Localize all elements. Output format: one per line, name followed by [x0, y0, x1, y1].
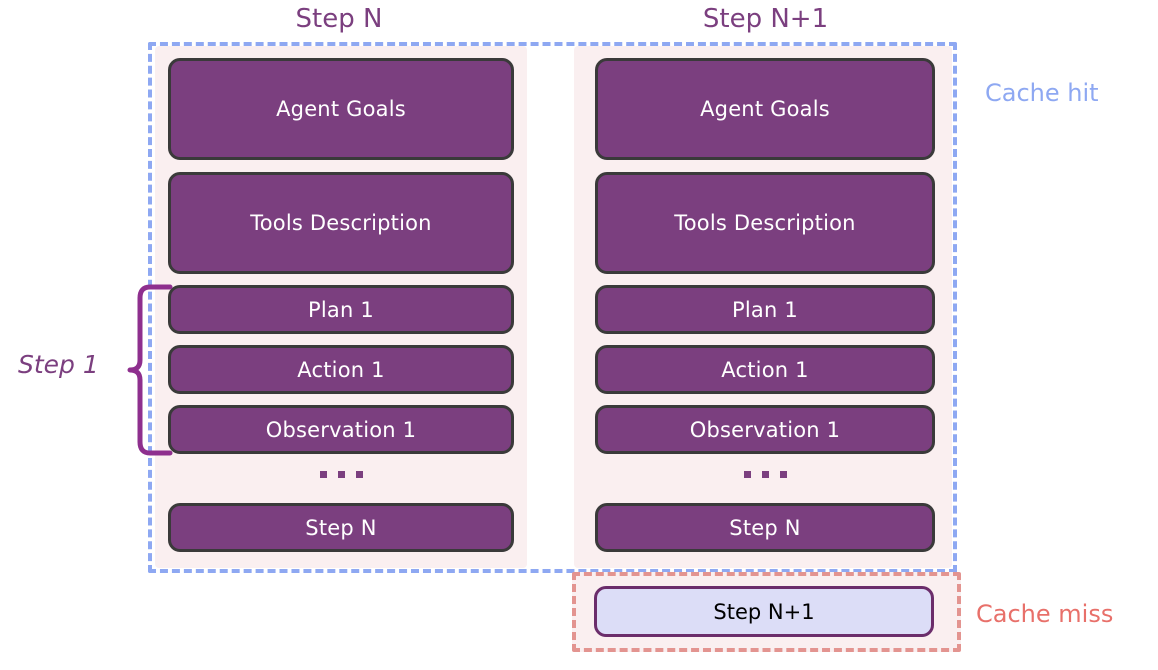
ellipsis-dot — [743, 470, 751, 478]
curly-brace-icon — [127, 284, 173, 456]
context-block-step-n-col2: Step N — [595, 503, 935, 552]
context-block-action-1-col1: Action 1 — [168, 345, 514, 394]
context-block-observation-1-col1: Observation 1 — [168, 405, 514, 454]
ellipsis-dot — [355, 470, 363, 478]
context-block-step-n-col1: Step N — [168, 503, 514, 552]
context-block-plan-1-col2: Plan 1 — [595, 285, 935, 334]
ellipsis-col1 — [168, 462, 514, 486]
step-1-label: Step 1 — [18, 350, 99, 379]
column-header-step-n: Step N — [295, 4, 383, 34]
cache-hit-region — [148, 42, 957, 573]
legend-cache-hit: Cache hit — [985, 79, 1099, 107]
ellipsis-dot — [779, 470, 787, 478]
ellipsis-dot — [319, 470, 327, 478]
context-block-tools-description-col2: Tools Description — [595, 172, 935, 274]
legend-cache-miss: Cache miss — [976, 600, 1114, 628]
new-context-block-step-n-plus-1: Step N+1 — [594, 586, 934, 637]
context-block-plan-1-col1: Plan 1 — [168, 285, 514, 334]
context-block-agent-goals-col2: Agent Goals — [595, 58, 935, 160]
ellipsis-dot — [761, 470, 769, 478]
column-header-step-n-plus-1: Step N+1 — [702, 4, 829, 34]
context-block-agent-goals-col1: Agent Goals — [168, 58, 514, 160]
context-block-observation-1-col2: Observation 1 — [595, 405, 935, 454]
context-block-tools-description-col1: Tools Description — [168, 172, 514, 274]
step-1-annotation: Step 1 — [18, 275, 208, 465]
context-block-action-1-col2: Action 1 — [595, 345, 935, 394]
ellipsis-dot — [337, 470, 345, 478]
ellipsis-col2 — [595, 462, 935, 486]
